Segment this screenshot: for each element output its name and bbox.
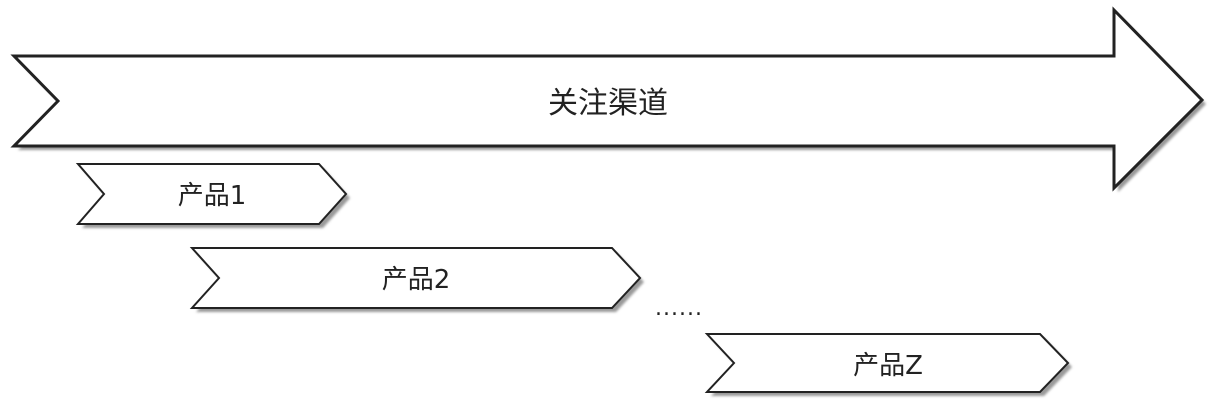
product-2-chevron	[189, 247, 642, 309]
product-z-label: 产品Z	[853, 351, 923, 381]
ellipsis-text: ......	[655, 296, 703, 321]
product-z-chevron	[704, 333, 1070, 393]
main-arrow-label: 关注渠道	[548, 86, 668, 121]
product-1-chevron	[75, 163, 348, 225]
product-2-label: 产品2	[381, 265, 451, 295]
product-1-label: 产品1	[177, 181, 247, 211]
main-channel-arrow	[10, 6, 1205, 192]
